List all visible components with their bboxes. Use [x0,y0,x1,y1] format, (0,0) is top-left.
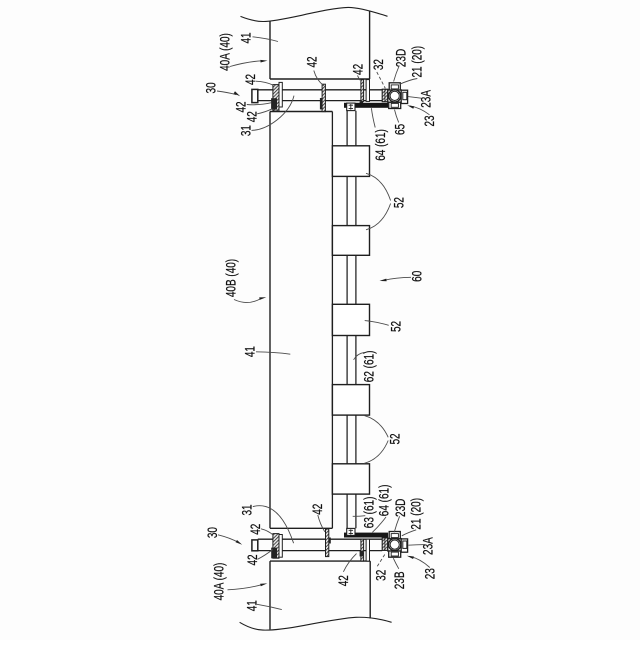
svg-text:23D: 23D [392,499,408,517]
svg-text:62 (61): 62 (61) [361,351,377,383]
svg-text:42: 42 [244,554,260,565]
svg-text:42: 42 [350,64,366,75]
svg-text:42: 42 [244,111,260,122]
svg-text:30: 30 [204,527,220,538]
svg-text:23: 23 [422,568,438,579]
svg-text:63 (61): 63 (61) [361,497,377,529]
svg-text:40B (40): 40B (40) [223,259,239,297]
svg-text:40A (40): 40A (40) [211,563,227,601]
svg-text:42: 42 [304,56,320,67]
svg-text:21 (20): 21 (20) [409,46,425,78]
svg-text:52: 52 [387,433,403,444]
svg-text:64 (61): 64 (61) [373,129,389,161]
svg-text:31: 31 [238,125,254,136]
svg-text:23: 23 [422,115,438,126]
svg-text:42: 42 [310,504,326,515]
svg-text:40A (40): 40A (40) [217,33,233,71]
svg-text:42: 42 [335,575,351,586]
svg-text:52: 52 [391,197,407,208]
svg-text:65: 65 [392,124,408,135]
svg-text:60: 60 [409,270,425,281]
svg-text:41: 41 [242,346,258,357]
svg-text:41: 41 [238,32,254,43]
svg-text:52: 52 [388,321,404,332]
svg-text:42: 42 [248,524,264,535]
svg-text:42: 42 [242,74,258,85]
svg-text:30: 30 [203,82,219,93]
svg-text:32: 32 [373,570,389,581]
svg-text:31: 31 [239,504,255,515]
svg-text:23D: 23D [393,49,409,67]
svg-text:23A: 23A [420,537,436,555]
svg-text:64 (61): 64 (61) [376,485,392,517]
svg-text:32: 32 [370,59,386,70]
svg-text:41: 41 [244,600,260,611]
svg-text:23B: 23B [391,571,407,589]
svg-text:42: 42 [233,101,249,112]
svg-text:21 (20): 21 (20) [408,498,424,530]
svg-text:23A: 23A [418,90,434,108]
